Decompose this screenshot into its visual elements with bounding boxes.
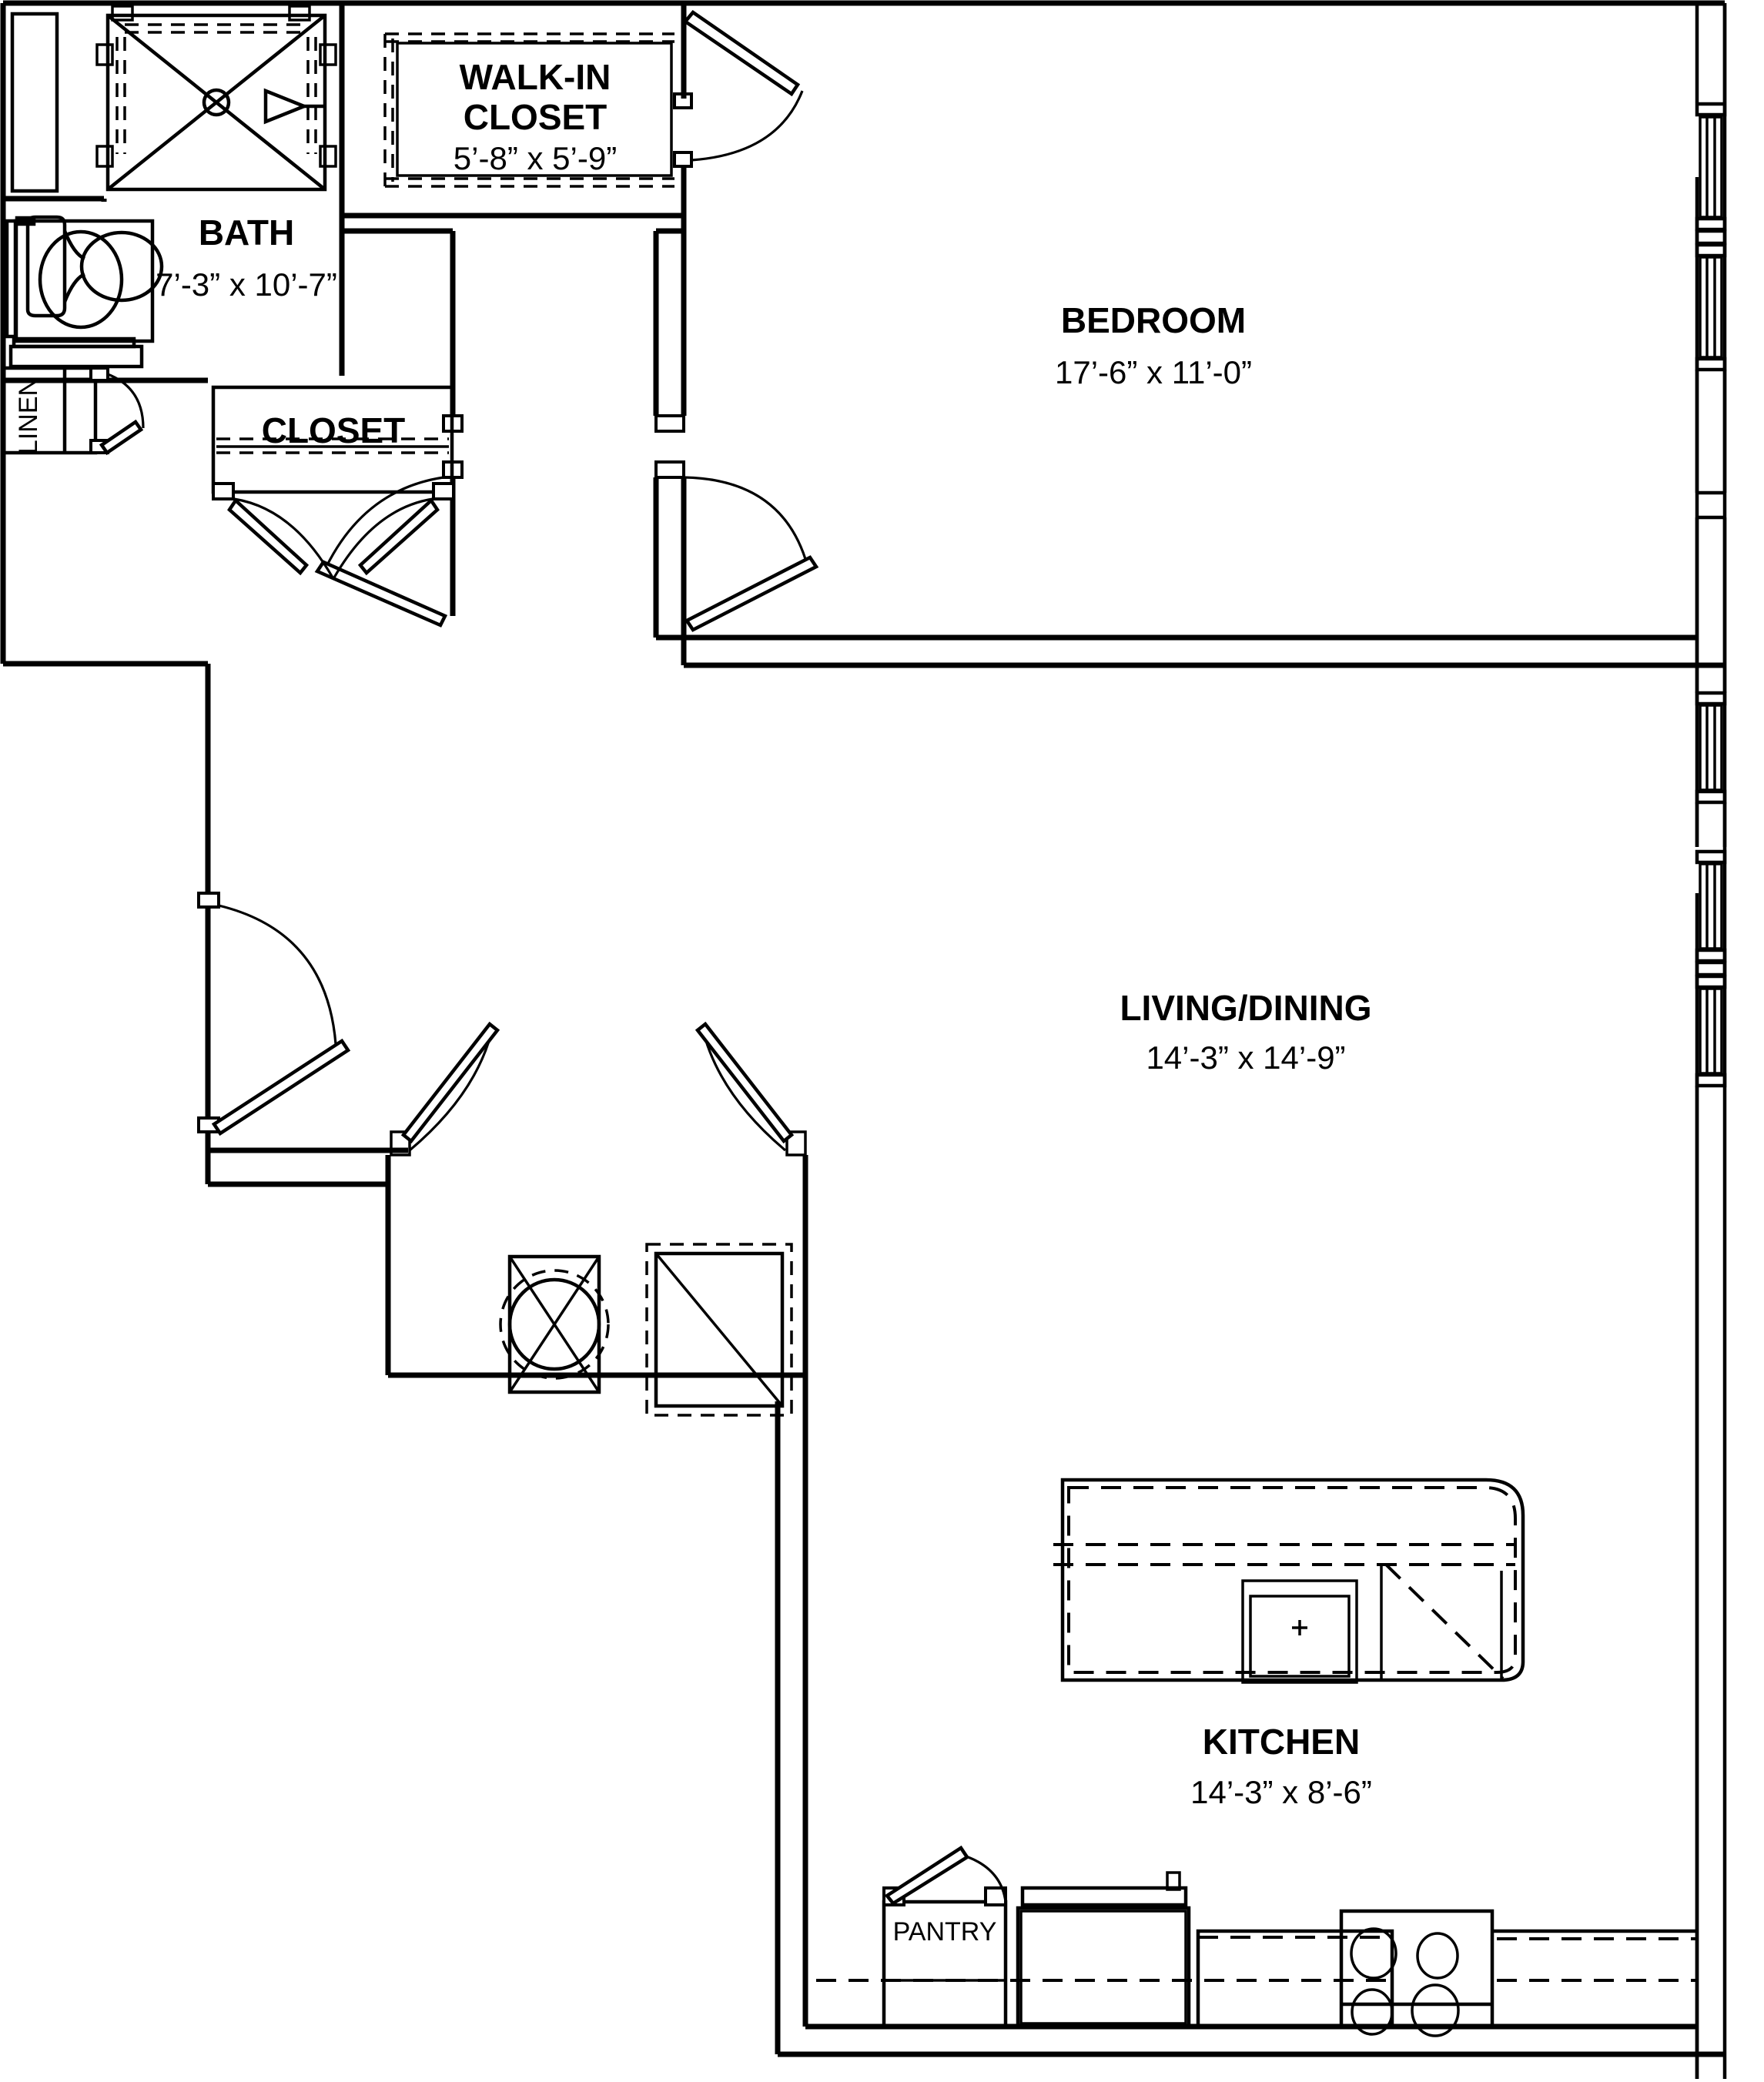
hall-closet: CLOSET	[0, 380, 455, 1155]
kitchen-window	[1695, 849, 1727, 1088]
linen-label: LINEN	[14, 377, 43, 454]
east-wall-band	[1695, 3, 1727, 2079]
pantry: PANTRY	[882, 1845, 1008, 2029]
bedroom: BEDROOM 17’-6” x 11’-0”	[653, 3, 1725, 668]
linen-closet: LINEN	[1, 366, 145, 456]
living-dining: LIVING/DINING 14’-3” x 14’-9”	[775, 988, 1372, 2054]
laundry-closet	[205, 1021, 808, 1417]
walk-in-closet-label: WALK-IN	[460, 57, 611, 97]
bath-label: BATH	[199, 213, 294, 253]
pantry-label: PANTRY	[893, 1917, 997, 1946]
walk-in-closet: WALK-IN CLOSET 5’-8” x 5’-9”	[342, 0, 804, 219]
bedroom-dimensions: 17’-6” x 11’-0”	[1055, 354, 1252, 390]
bedroom-label: BEDROOM	[1061, 300, 1246, 340]
exterior-walls	[0, 0, 1727, 2079]
counter-run-right	[1492, 1929, 1697, 1982]
bath-dimensions: 7’-3” x 10’-7”	[156, 266, 337, 303]
kitchen-island	[1053, 1478, 1525, 1684]
bathtub	[5, 216, 155, 369]
living-window	[1695, 691, 1727, 805]
closet-label: CLOSET	[262, 410, 406, 450]
dryer	[645, 1243, 793, 1417]
toilet	[25, 215, 164, 318]
walk-in-closet-label2: CLOSET	[464, 97, 608, 137]
kitchen-dimensions: 14’-3” x 8’-6”	[1190, 1774, 1372, 1810]
walk-in-closet-dimensions: 5’-8” x 5’-9”	[454, 140, 617, 176]
bedroom-window	[1695, 102, 1727, 372]
lower-cabinets: PANTRY	[778, 1845, 1725, 2057]
counter-run	[816, 1929, 1394, 2029]
kitchen-label: KITCHEN	[1203, 1722, 1360, 1762]
refrigerator	[1016, 1871, 1191, 2029]
shower-stall	[95, 5, 337, 192]
living-dining-dimensions: 14’-3” x 14’-9”	[1146, 1039, 1345, 1076]
kitchen: KITCHEN 14’-3” x 8’-6”	[778, 1478, 1725, 2057]
range-cooktop	[1339, 1909, 1495, 2037]
bath-labels: BATH 7’-3” x 10’-7”	[156, 213, 337, 303]
bath-walls	[3, 3, 453, 383]
washer	[499, 1254, 610, 1394]
living-dining-label: LIVING/DINING	[1120, 988, 1371, 1028]
entry-door	[197, 892, 351, 1136]
